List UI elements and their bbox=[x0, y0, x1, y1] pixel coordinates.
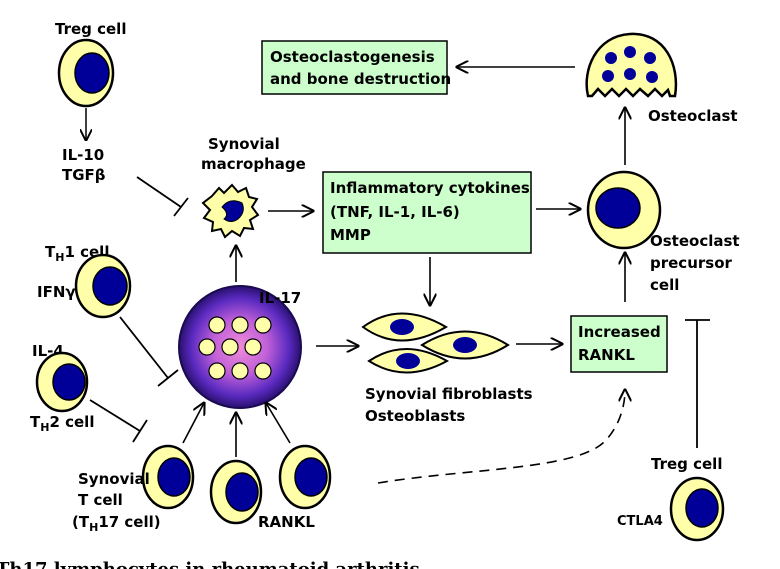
synovial-tcell-label-1: Synovial bbox=[78, 470, 150, 488]
synovial-t-cell-1 bbox=[141, 444, 195, 510]
osteoclastogenesis-line-1: Osteoclastogenesis bbox=[270, 48, 435, 66]
rankl-box-line-1: Increased bbox=[578, 323, 661, 341]
il10-label: IL-10 bbox=[62, 146, 104, 164]
precursor-label-2: precursor bbox=[650, 254, 733, 272]
figure-caption: Th17 lymphocytes in rheumatoid arthritis bbox=[0, 559, 420, 569]
treg-inhibit-macrophage bbox=[136, 176, 182, 208]
osteoclast-icon bbox=[585, 32, 678, 98]
th1-inhibit-line bbox=[119, 316, 169, 379]
tgf-beta-label: TGFβ bbox=[62, 166, 106, 184]
ifn-gamma-label: IFNγ bbox=[37, 283, 76, 301]
osteoclast-precursor-icon bbox=[586, 170, 662, 250]
fibroblasts-label-2: Osteoblasts bbox=[365, 407, 465, 425]
tcell1-to-hub-arrow bbox=[182, 403, 204, 444]
synovial-t-cell-2 bbox=[209, 459, 263, 525]
osteoclast-label: Osteoclast bbox=[648, 107, 738, 125]
synovial-macrophage-label-2: macrophage bbox=[201, 155, 306, 173]
inflammatory-cytokines-box: Inflammatory cytokines (TNF, IL-1, IL-6)… bbox=[322, 171, 532, 254]
synovial-macrophage-label-1: Synovial bbox=[208, 135, 280, 153]
macrophage-icon bbox=[201, 183, 260, 239]
treg-cell-top bbox=[57, 38, 115, 108]
rankl-box-line-2: RANKL bbox=[578, 346, 635, 364]
treg-cell-bottom-label: Treg cell bbox=[651, 455, 722, 473]
treg-cell-bottom bbox=[669, 476, 725, 542]
treg-cell-top-label: Treg cell bbox=[55, 20, 126, 38]
cytokines-line-1: Inflammatory cytokines bbox=[330, 179, 530, 197]
ctla4-label: CTLA4 bbox=[617, 514, 663, 529]
precursor-label-1: Osteoclast bbox=[650, 232, 740, 250]
synovial-tcell-label-2: T cell bbox=[78, 491, 123, 509]
precursor-label-3: cell bbox=[650, 276, 679, 294]
fibroblast-cells-icon bbox=[361, 312, 510, 374]
cytokines-line-2: (TNF, IL-1, IL-6) bbox=[330, 203, 460, 221]
th1-inhibit-bar bbox=[157, 369, 179, 387]
fibroblasts-label-1: Synovial fibroblasts bbox=[365, 385, 533, 403]
th2-inhibit-bar bbox=[132, 419, 148, 443]
inhibit-bar-macrophage bbox=[173, 197, 189, 217]
th1-cell bbox=[74, 253, 132, 319]
osteoclastogenesis-box: Osteoclastogenesis and bone destruction bbox=[261, 40, 451, 95]
tcell3-to-hub-arrow bbox=[266, 403, 291, 444]
th17-hub-cell bbox=[178, 285, 302, 409]
increased-rankl-box: Increased RANKL bbox=[570, 315, 668, 373]
th17-label: (TH17 cell) bbox=[72, 513, 161, 534]
th2-inhibit-line bbox=[89, 399, 141, 432]
il17-label: IL-17 bbox=[259, 289, 301, 307]
cytokines-line-3: MMP bbox=[330, 226, 371, 244]
th2-label: TH2 cell bbox=[30, 413, 94, 434]
synovial-t-cell-3 bbox=[278, 444, 332, 510]
dashed-rankl-arrow bbox=[377, 390, 625, 484]
th2-cell bbox=[35, 351, 89, 413]
osteoclastogenesis-line-2: and bone destruction bbox=[270, 70, 451, 88]
rankl-label: RANKL bbox=[258, 513, 315, 531]
